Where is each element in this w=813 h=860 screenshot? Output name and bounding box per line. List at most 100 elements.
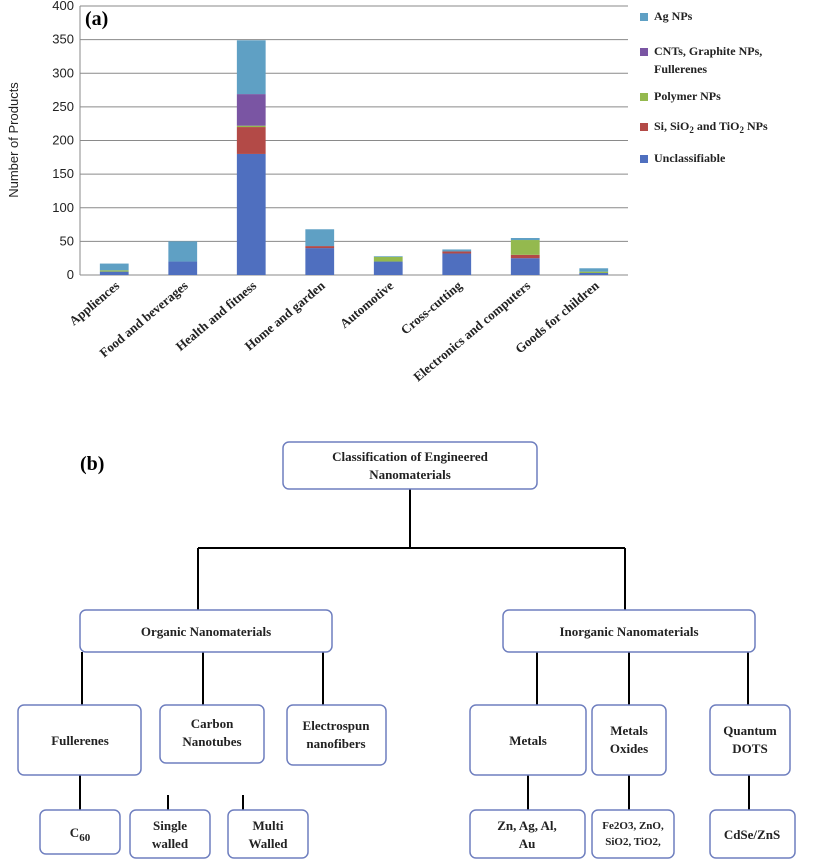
cdse-label: CdSe/ZnS [724,827,780,842]
x-category-label: Cross-cutting [398,277,465,337]
root-line-2: Nanomaterials [369,467,451,482]
tree-edges [79,487,750,810]
legend-swatch [640,13,648,21]
organic-label: Organic Nanomaterials [141,624,271,639]
node-quantum-dots: Quantum DOTS [709,704,791,776]
quantum-dots-line-1: Quantum [723,723,777,738]
bar-segment [373,256,403,262]
y-tick-label: 250 [52,99,74,114]
bar-segment [236,40,266,95]
legend-label: Fullerenes [654,62,707,76]
legend-label: Ag NPs [654,9,693,23]
y-axis-label: Number of Products [6,82,21,198]
single-walled-line-1: Single [153,818,187,833]
bar-segment [236,127,266,154]
node-fullerenes: Fullerenes [17,704,142,776]
carbon-nanotubes-line-2: Nanotubes [182,734,241,749]
oxides-list-line-1: Fe2O3, ZnO, [602,820,664,832]
bar-segment [236,153,266,275]
multi-walled-line-2: Walled [248,836,288,851]
metals-label: Metals [509,733,547,748]
bar-segment [99,271,129,275]
node-root: Classification of Engineered Nanomateria… [282,441,538,490]
bars [99,40,609,275]
bar-segment [236,94,266,126]
legend-swatch [640,155,648,163]
node-oxides-list: Fe2O3, ZnO, SiO2, TiO2, [591,809,675,859]
legend-swatch [640,48,648,56]
y-tick-label: 200 [52,133,74,148]
bar-segment [510,238,540,241]
bar-segment [373,256,403,257]
bar-segment [305,248,335,275]
bar-segment [442,249,472,252]
bar-segment [510,258,540,275]
inorganic-label: Inorganic Nanomaterials [559,624,698,639]
node-multi-walled: Multi Walled [227,809,309,859]
node-carbon-nanotubes: Carbon Nanotubes [159,704,265,764]
bar-segment [168,261,198,275]
bar-segment [168,241,198,262]
bar-segment [510,254,540,259]
bar-segment [510,240,540,255]
node-inorganic: Inorganic Nanomaterials [502,609,756,653]
fullerenes-label: Fullerenes [51,733,109,748]
node-metal-oxides: Metals Oxides [591,704,667,776]
multi-walled-line-1: Multi [252,818,283,833]
y-tick-label: 0 [67,267,74,282]
y-tick-label: 350 [52,32,74,47]
y-axis-ticks: 0 50 100 150 200 250 300 350 400 [52,0,74,282]
y-tick-label: 400 [52,0,74,13]
c60-label: C60 [70,825,91,844]
node-electrospun: Electrospun nanofibers [286,704,387,766]
node-cdse: CdSe/ZnS [709,809,796,859]
bar-segment [305,229,335,247]
node-metals-list: Zn, Ag, Al, Au [469,809,586,859]
bar-segment [305,246,335,249]
bar-segment [579,271,609,273]
legend-label: CNTs, Graphite NPs, [654,44,762,58]
electrospun-line-2: nanofibers [306,736,365,751]
electrospun-line-1: Electrospun [303,718,371,733]
node-c60: C60 [39,809,121,855]
panel-a-label: (a) [85,8,108,30]
metals-list-line-1: Zn, Ag, Al, [497,818,557,833]
classification-tree: (b) Classification of Engineered Nanomat… [17,441,796,859]
quantum-dots-line-2: DOTS [732,741,767,756]
legend-label: Si, SiO2 and TiO2 NPs [654,119,768,135]
legend-label: Unclassifiable [654,151,726,165]
x-category-label: Appliences [66,278,122,328]
bar-segment [373,261,403,275]
metal-oxides-line-1: Metals [610,723,648,738]
legend-swatch [640,123,648,131]
root-line-1: Classification of Engineered [332,449,489,464]
bar-segment [442,253,472,275]
legend-swatch [640,93,648,101]
metal-oxides-line-2: Oxides [610,741,648,756]
bar-segment [99,263,129,271]
oxides-list-line-2: SiO2, TiO2, [605,836,661,848]
y-tick-label: 150 [52,166,74,181]
y-tick-label: 300 [52,65,74,80]
node-organic: Organic Nanomaterials [79,609,333,653]
bar-segment [99,270,129,272]
single-walled-line-2: walled [152,836,189,851]
legend-label: Polymer NPs [654,89,721,103]
carbon-nanotubes-line-1: Carbon [191,716,234,731]
node-metals: Metals [469,704,587,776]
y-tick-label: 100 [52,200,74,215]
bar-segment [442,251,472,254]
grid-lines [79,5,628,276]
panel-b-label: (b) [80,453,104,475]
x-category-label: Electronics and computers [410,278,533,385]
bar-segment [579,268,609,272]
node-single-walled: Single walled [129,809,211,859]
metals-list-line-2: Au [519,836,536,851]
bar-segment [579,272,609,275]
x-category-label: Automotive [337,278,397,331]
y-tick-label: 50 [60,233,74,248]
bar-segment [236,125,266,128]
